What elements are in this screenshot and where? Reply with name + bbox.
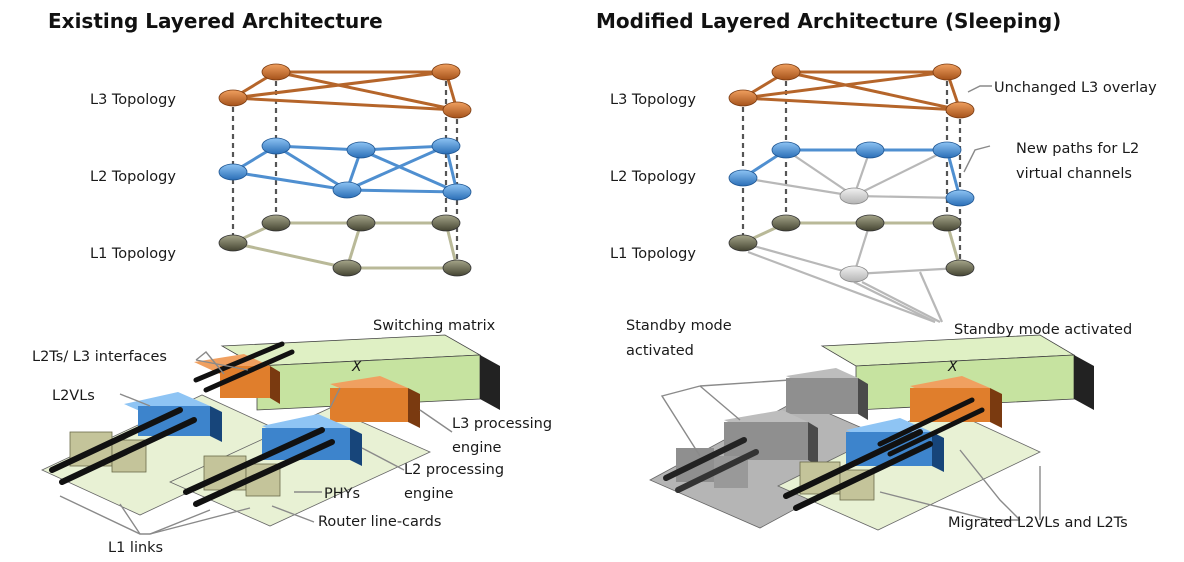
left-l1-label: L1 Topology: [90, 246, 176, 262]
router-line-cards-label: Router line-cards: [318, 514, 441, 530]
l2-node: [442, 183, 472, 201]
l3-node: [771, 63, 801, 81]
l3-node: [728, 89, 758, 107]
l3-engine-label-line2: engine: [452, 440, 502, 456]
l1-links-label: L1 links: [108, 540, 163, 556]
l1-node: [431, 214, 461, 232]
left-vertical-links: [231, 72, 459, 268]
l1-node: [932, 214, 962, 232]
right-l3-label: L3 Topology: [610, 92, 696, 108]
l2-node: [855, 141, 885, 159]
cables: [49, 341, 335, 507]
standby-label-left-line1: Standby mode: [626, 318, 732, 334]
l3-node: [431, 63, 461, 81]
left-l2-label: L2 Topology: [90, 169, 176, 185]
new-paths-label-line1: New paths for L2: [1016, 141, 1139, 157]
cables: [663, 397, 985, 511]
unchanged-l3-overlay-label: Unchanged L3 overlay: [994, 80, 1157, 96]
standby-label-left-line2: activated: [626, 343, 694, 359]
left-topology: [218, 63, 472, 277]
left-l3-label: L3 Topology: [90, 92, 176, 108]
l1-node: [771, 214, 801, 232]
standby-label-right: Standby mode activated: [954, 322, 1132, 338]
l2-node: [932, 141, 962, 159]
l2vls-label: L2VLs: [52, 388, 95, 404]
l1-node: [728, 234, 758, 252]
right-l2-nodes: [728, 141, 975, 207]
standby-block: [786, 368, 868, 420]
right-l3-nodes: [728, 63, 975, 119]
l2-node: [218, 163, 248, 181]
left-l1-nodes: [218, 214, 472, 277]
right-topology: [728, 63, 992, 324]
l3-engine-label-line1: L3 processing: [452, 416, 552, 432]
l3-node: [218, 89, 248, 107]
switch-x-mark: X: [351, 359, 362, 375]
right-hw-leaders: [660, 379, 1041, 521]
l1-node: [346, 214, 376, 232]
left-title: Existing Layered Architecture: [48, 9, 383, 33]
l2-engine-label-line1: L2 processing: [404, 462, 504, 478]
l2-node: [346, 141, 376, 159]
right-l1-label: L1 Topology: [610, 246, 696, 262]
l2-node: [945, 189, 975, 207]
left-hardware: X: [41, 334, 500, 535]
l1-node: [442, 259, 472, 277]
l2-node: [728, 169, 758, 187]
switch-x-mark-right: X: [947, 359, 958, 375]
right-hardware: X: [649, 334, 1094, 531]
l1-node-standby: [839, 265, 869, 283]
l2-node: [261, 137, 291, 155]
l2-node: [771, 141, 801, 159]
left-l2-nodes: [218, 137, 472, 201]
phys-label: PHYs: [324, 486, 360, 502]
migrated-label: Migrated L2VLs and L2Ts: [948, 515, 1128, 531]
l3-node: [945, 101, 975, 119]
l3-node: [261, 63, 291, 81]
l2ts-l3-interfaces-label: L2Ts/ L3 interfaces: [32, 349, 167, 365]
l3-block-migrated: [910, 376, 1002, 428]
right-l1-nodes: [728, 214, 975, 283]
l2-node: [332, 181, 362, 199]
new-paths-label-line2: virtual channels: [1016, 166, 1132, 182]
l1-node: [218, 234, 248, 252]
new-paths-leader: [963, 145, 991, 173]
right-title: Modified Layered Architecture (Sleeping): [596, 9, 1061, 33]
unchanged-leader: [967, 85, 992, 93]
l2-node-standby: [839, 187, 869, 205]
l2-node: [431, 137, 461, 155]
right-standby-edges: [742, 149, 961, 324]
left-l3-nodes: [218, 63, 472, 119]
l1-node: [855, 214, 885, 232]
l3-node: [442, 101, 472, 119]
l3-processing-engine: [330, 376, 420, 428]
left-hw-leaders: [59, 351, 453, 535]
l2-engine-label-line2: engine: [404, 486, 454, 502]
switching-matrix-label: Switching matrix: [373, 318, 496, 334]
l3-node: [932, 63, 962, 81]
l1-node: [261, 214, 291, 232]
l1-node: [332, 259, 362, 277]
right-l2-label: L2 Topology: [610, 169, 696, 185]
l1-node: [945, 259, 975, 277]
